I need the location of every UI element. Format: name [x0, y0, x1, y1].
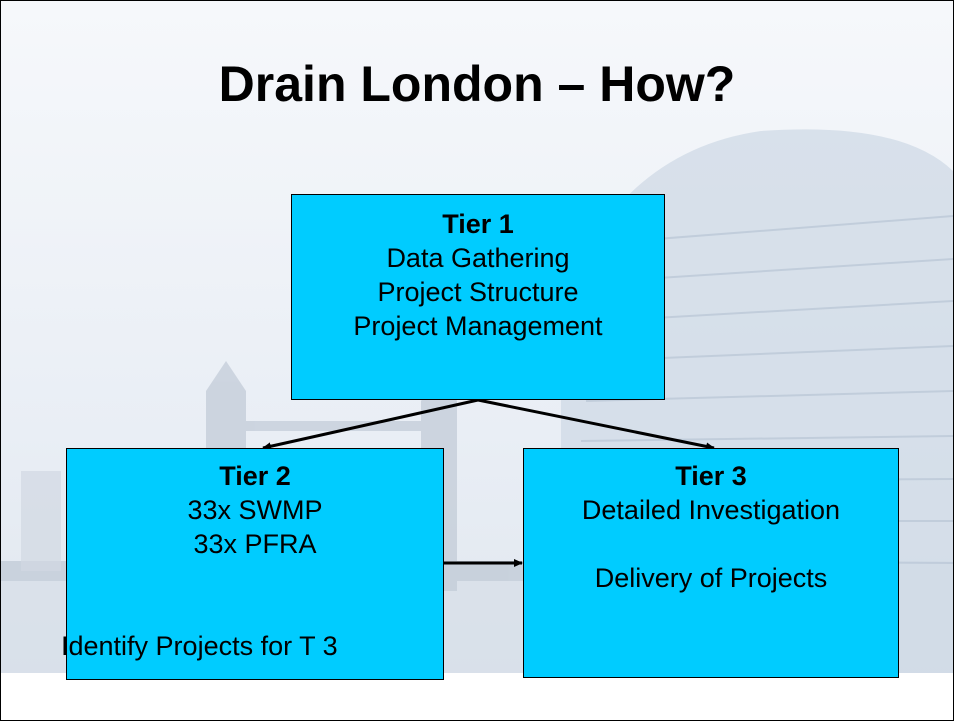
tier-2-line: Identify Projects for T 3: [61, 631, 338, 661]
tier-3-line: Detailed Investigation: [581, 495, 841, 525]
arrow-tier1-to-tier3: [477, 398, 715, 451]
tier-1-line: Project Management: [353, 311, 603, 341]
tier-1-box: Tier 1 Data Gathering Project Structure …: [291, 194, 665, 400]
tier-1-line: Data Gathering: [386, 243, 570, 273]
bottom-band: [1, 673, 953, 720]
tier-2-box: Tier 2 33x SWMP 33x PFRA Identify Projec…: [61, 448, 444, 680]
tier-2-line: 33x PFRA: [193, 529, 317, 559]
tier-2-heading: Tier 2: [219, 461, 291, 491]
tier-3-box: Tier 3 Detailed Investigation Delivery o…: [523, 448, 899, 678]
tier-1-line: Project Structure: [377, 277, 579, 307]
tier-3-line: Delivery of Projects: [594, 563, 828, 593]
tier-3-heading: Tier 3: [675, 461, 747, 491]
slide-title: Drain London – How?: [218, 56, 736, 112]
arrow-tier1-to-tier2: [262, 398, 479, 451]
tier-2-line: 33x SWMP: [187, 495, 323, 525]
tier-1-heading: Tier 1: [442, 209, 514, 239]
